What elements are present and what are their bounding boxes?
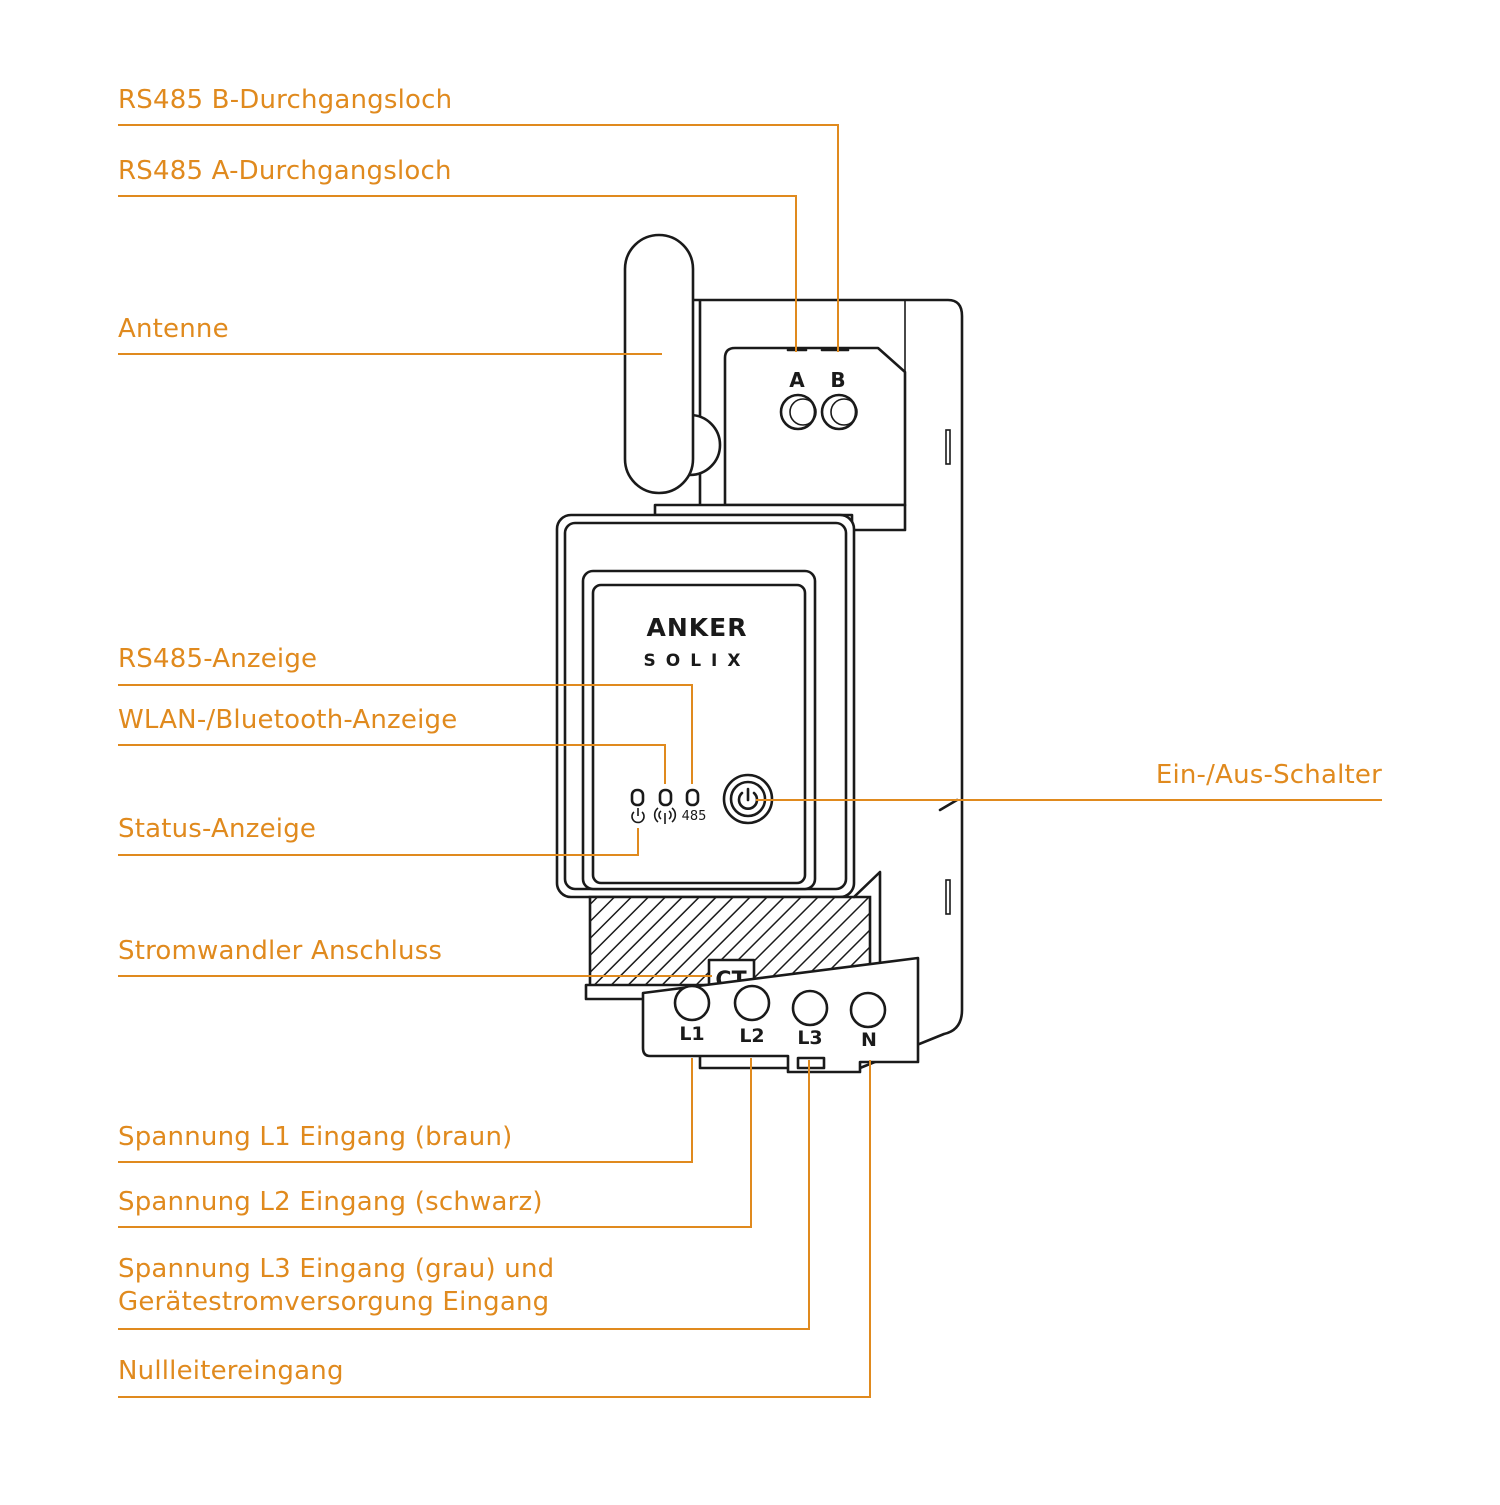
terminal-l2-label: L2 (739, 1025, 764, 1047)
terminal-l1-label: L1 (679, 1023, 704, 1045)
terminal-n-label: N (861, 1029, 877, 1051)
leader-status-indicator (118, 828, 639, 856)
power-icon (631, 808, 645, 824)
leader-rs485-indicator (118, 684, 693, 784)
rs485-led (685, 788, 700, 807)
terminal-n (849, 991, 887, 1029)
terminal-l3 (791, 989, 829, 1027)
rail-slot-upper (945, 429, 951, 465)
rs485-terminal-block (723, 346, 907, 507)
rs485-b-hole (820, 393, 858, 431)
label-rs485-a-hole: RS485 A-Durchgangsloch (118, 156, 452, 186)
leader-l1 (118, 1058, 693, 1163)
label-l2-input: Spannung L2 Eingang (schwarz) (118, 1187, 543, 1217)
label-neutral-input: Nullleitereingang (118, 1356, 344, 1386)
terminal-a-label: A (789, 368, 805, 392)
label-rs485-indicator: RS485-Anzeige (118, 644, 318, 674)
label-l3-input-line1: Spannung L3 Eingang (grau) und (118, 1254, 555, 1284)
leader-wlan-indicator (118, 744, 666, 784)
terminal-l2 (733, 984, 771, 1022)
label-rs485-b-hole: RS485 B-Durchgangsloch (118, 85, 453, 115)
label-l1-input: Spannung L1 Eingang (braun) (118, 1122, 513, 1152)
status-led (630, 788, 645, 807)
rs485-a-hole (779, 393, 817, 431)
terminal-b-label: B (830, 368, 845, 392)
rs485-led-label: 485 (682, 809, 707, 824)
voltage-terminal-block (641, 956, 920, 1074)
leader-neutral (118, 1060, 871, 1398)
terminal-l1 (673, 984, 711, 1022)
wireless-icon (653, 807, 677, 824)
wlan-bluetooth-led (658, 788, 673, 807)
label-status-indicator: Status-Anzeige (118, 814, 317, 844)
terminal-l3-label: L3 (797, 1027, 822, 1049)
brand-solix: SOLIX (644, 651, 751, 671)
label-power-switch: Ein-/Aus-Schalter (1155, 760, 1382, 790)
brand-anker: ANKER (647, 613, 748, 642)
leader-rs485-b (118, 124, 839, 352)
rail-slot-lower (945, 879, 951, 915)
leader-l2 (118, 1058, 752, 1228)
antenna (623, 233, 695, 495)
leader-rs485-a (118, 195, 797, 352)
label-ct-port: Stromwandler Anschluss (118, 936, 443, 966)
label-wlan-bluetooth-indicator: WLAN-/Bluetooth-Anzeige (118, 705, 458, 735)
front-panel (591, 583, 807, 885)
leader-l3 (118, 1060, 810, 1330)
label-l3-input-line2: Gerätestromversorgung Eingang (118, 1287, 550, 1317)
l3-clip (796, 1056, 826, 1070)
label-antenna: Antenne (118, 314, 229, 344)
